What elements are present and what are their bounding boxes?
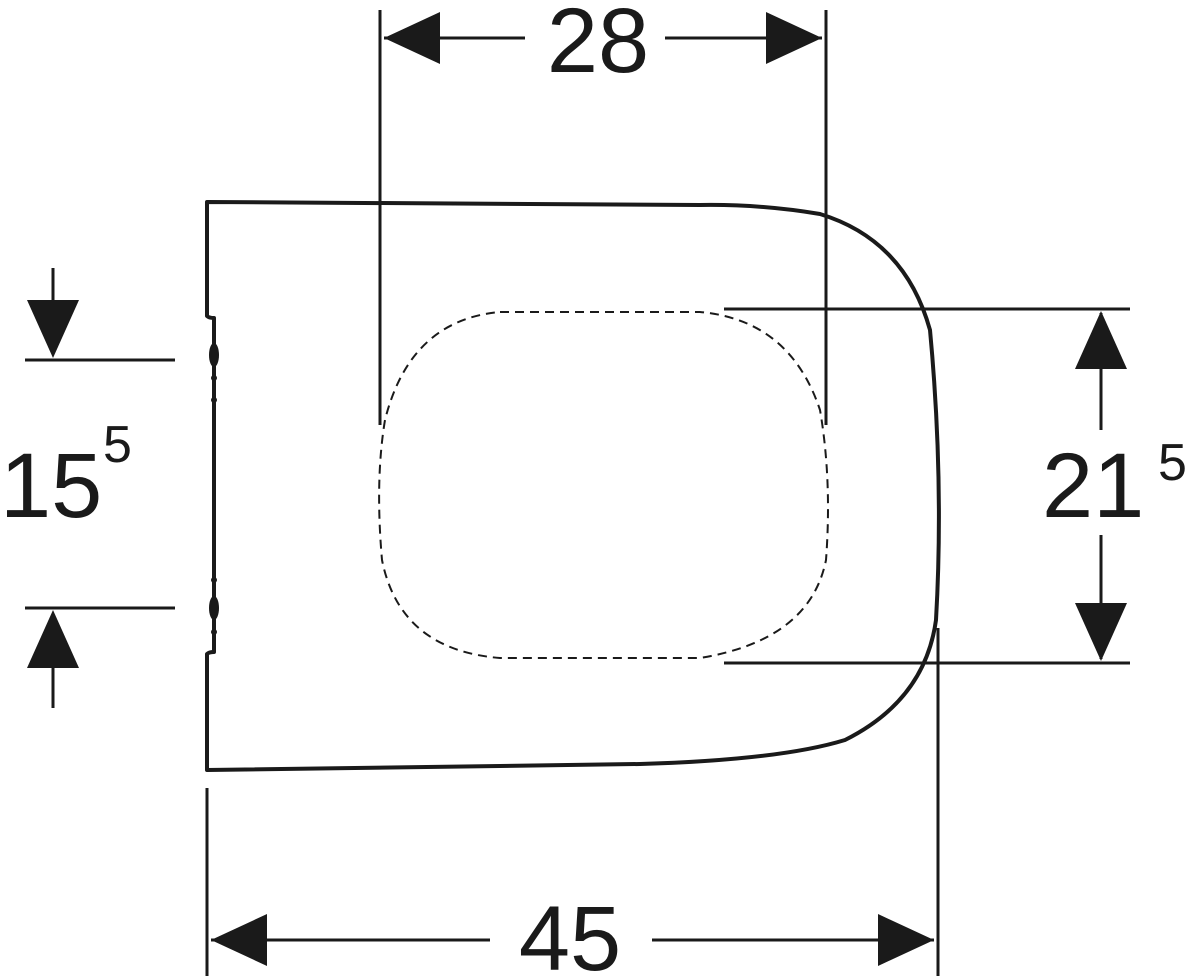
dimension-label-28: 28 xyxy=(547,0,649,92)
arrowhead-left xyxy=(211,914,267,966)
dimension-45: 45 xyxy=(205,628,940,976)
hinge-dot-top-1 xyxy=(211,375,217,381)
arrowhead-down xyxy=(1075,603,1127,661)
dimension-superscript-21: 5 xyxy=(1158,434,1187,492)
dimension-label-15: 15 xyxy=(0,435,102,537)
arrowhead-up xyxy=(27,610,79,668)
hinge-dot-bottom-2 xyxy=(211,629,217,635)
hinge-dot-top-2 xyxy=(211,397,217,403)
hinge-dot-bottom-1 xyxy=(211,577,217,583)
arrowhead-left xyxy=(384,12,440,64)
dimension-15-5: 15 5 xyxy=(0,268,175,708)
arrowhead-right xyxy=(878,914,934,966)
arrowhead-right xyxy=(766,12,822,64)
arrowhead-up xyxy=(1075,311,1127,369)
dimension-superscript-15: 5 xyxy=(103,416,132,474)
dimension-label-45: 45 xyxy=(519,888,621,976)
seat-opening-dashed xyxy=(378,311,829,659)
hinge-bottom xyxy=(209,596,219,620)
seat-outline xyxy=(205,200,941,772)
dimension-label-21: 21 xyxy=(1042,435,1144,537)
arrowhead-down xyxy=(27,300,79,358)
dimension-28: 28 xyxy=(378,0,828,425)
hinge-top xyxy=(209,343,219,367)
dimension-21-5: 21 5 xyxy=(724,307,1187,665)
